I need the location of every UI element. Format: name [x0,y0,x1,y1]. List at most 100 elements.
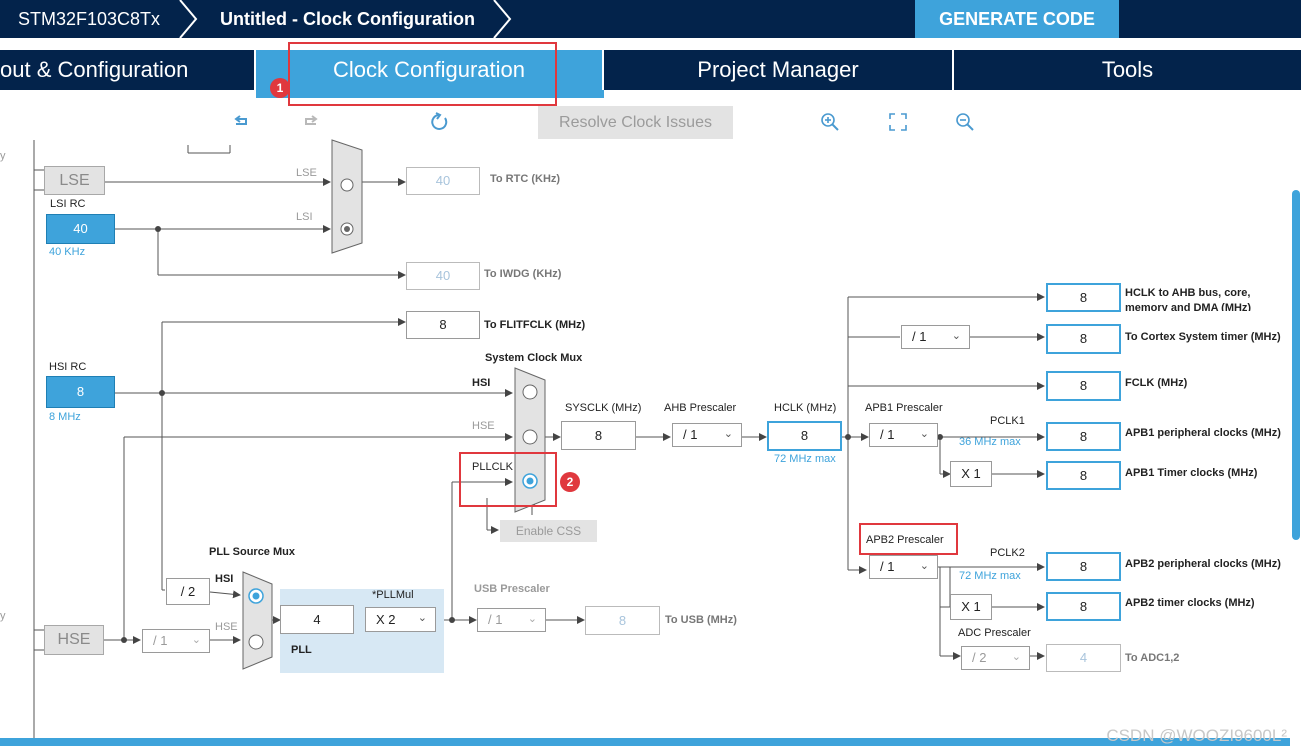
iwdg-value[interactable]: 40 [406,262,480,290]
ahb-prescaler-select[interactable]: / 1 ⌄ [672,423,742,447]
tab-clock-configuration[interactable]: Clock Configuration [256,50,604,90]
apb2-prescaler-value: / 1 [880,559,895,574]
apb1-peripheral-label: APB1 peripheral clocks (MHz) [1125,427,1281,439]
flitfclk-label: To FLITFCLK (MHz) [484,319,586,331]
chevron-down-icon: ⌄ [191,634,201,646]
lsi-rc-source[interactable]: 40 [46,214,115,244]
rtc-mux-lse-label: LSE [296,167,317,179]
sysclk-label: SYSCLK (MHz) [565,402,642,414]
hclk-label: HCLK (MHz) [774,402,837,414]
rtc-value[interactable]: 40 [406,167,480,195]
active-tab-indicator [256,90,604,98]
tab-project-manager[interactable]: Project Manager [604,50,954,90]
adc-prescaler-select[interactable]: / 2 ⌄ [961,646,1030,670]
tab-tools[interactable]: Tools [1101,57,1154,82]
pll-mul-value: X 2 [376,612,396,627]
usb-output-label: To USB (MHz) [665,614,737,626]
chevron-down-icon: ⌄ [417,612,427,624]
apb2-timer-label: APB2 timer clocks (MHz) [1125,597,1255,609]
apb2-prescaler-label: APB2 Prescaler [866,534,944,546]
sysmux-pllclk-label: PLLCLK [472,461,513,473]
hclk-ahb-value[interactable]: 8 [1046,283,1121,312]
breadcrumb-separator-icon [179,0,198,38]
vertical-scrollbar[interactable] [1292,190,1300,540]
pll-input-value[interactable]: 4 [280,605,354,634]
sysmux-hse-label: HSE [472,420,495,432]
cortex-timer-value[interactable]: 8 [1046,324,1121,354]
usb-output-value[interactable]: 8 [585,606,660,635]
adc-label: To ADC1,2 [1125,652,1180,664]
cut-off-text: y [0,150,6,162]
hclk-max: 72 MHz max [774,453,836,465]
apb1-timer-label: APB1 Timer clocks (MHz) [1125,467,1258,479]
pclk2-max: 72 MHz max [959,570,1021,582]
sysclk-value[interactable]: 8 [561,421,636,450]
enable-css-button[interactable]: Enable CSS [500,520,597,542]
sysmux-hsi-label: HSI [472,377,491,389]
fit-screen-icon[interactable] [888,112,908,132]
apb1-prescaler-label: APB1 Prescaler [865,402,943,414]
tab-bar [0,50,1301,90]
watermark: CSDN @WOOZI9600L² [1106,726,1287,745]
fclk-value[interactable]: 8 [1046,371,1121,401]
hse-source[interactable]: HSE [44,625,104,655]
system-clock-mux-title: System Clock Mux [485,352,583,364]
pclk1-max: 36 MHz max [959,436,1021,448]
annotation-highlight-apb2 [859,523,958,555]
hsi-div2-value: / 2 [166,578,210,605]
apb1-timer-value[interactable]: 8 [1046,461,1121,490]
adc-value[interactable]: 4 [1046,644,1121,672]
pll-mul-label: *PLLMul [372,589,414,601]
pll-source-mux-title: PLL Source Mux [209,546,295,558]
hsi-rc-source[interactable]: 8 [46,376,115,408]
refresh-icon[interactable] [430,112,450,132]
ahb-prescaler-value: / 1 [683,427,698,442]
annotation-badge-1: 1 [270,78,290,98]
usb-prescaler-select[interactable]: / 1 ⌄ [477,608,546,632]
adc-prescaler-label: ADC Prescaler [958,627,1031,639]
hse-divider-value: / 1 [153,633,168,648]
cortex-timer-divider-select[interactable]: / 1 ⌄ [901,325,970,349]
chevron-down-icon: ⌄ [951,330,961,342]
annotation-badge-2: 2 [560,472,580,492]
apb2-timer-multiplier: X 1 [950,594,992,620]
zoom-in-icon[interactable] [820,112,840,132]
apb2-peripheral-label: APB2 peripheral clocks (MHz) [1125,558,1281,570]
flitfclk-value[interactable]: 8 [406,311,480,339]
horizontal-scrollbar[interactable] [0,738,1290,746]
usb-prescaler-value: / 1 [488,612,503,627]
apb1-prescaler-select[interactable]: / 1 ⌄ [869,423,938,447]
generate-code-button[interactable]: GENERATE CODE [915,0,1119,38]
hse-divider-select[interactable]: / 1 ⌄ [142,629,210,653]
undo-icon[interactable] [232,112,252,132]
adc-prescaler-value: / 2 [972,650,987,665]
chevron-down-icon: ⌄ [919,428,929,440]
breadcrumb-separator-icon [493,0,512,38]
pclk2-label: PCLK2 [990,547,1025,559]
breadcrumb-page[interactable]: Untitled - Clock Configuration [220,9,475,29]
cut-off-text: y [0,610,6,622]
apb2-peripheral-value[interactable]: 8 [1046,552,1121,581]
apb2-prescaler-select[interactable]: / 1 ⌄ [869,555,938,579]
pll-mul-select[interactable]: X 2 ⌄ [365,607,436,632]
breadcrumb-chip[interactable]: STM32F103C8Tx [18,9,161,29]
iwdg-label: To IWDG (KHz) [484,268,562,280]
apb1-timer-multiplier: X 1 [950,461,992,487]
chevron-down-icon: ⌄ [919,560,929,572]
apb1-peripheral-value[interactable]: 8 [1046,422,1121,451]
lse-source[interactable]: LSE [44,166,105,195]
usb-prescaler-label: USB Prescaler [474,583,550,595]
pll-src-hse-label: HSE [215,621,238,633]
zoom-out-icon[interactable] [955,112,975,132]
chevron-down-icon: ⌄ [1011,651,1021,663]
resolve-clock-issues-button[interactable]: Resolve Clock Issues [538,106,733,139]
cortex-timer-label: To Cortex System timer (MHz) [1125,331,1281,343]
pll-src-hsi-label: HSI [215,573,234,585]
hclk-value[interactable]: 8 [767,421,842,451]
pclk1-label: PCLK1 [990,415,1025,427]
apb2-timer-value[interactable]: 8 [1046,592,1121,621]
chevron-down-icon: ⌄ [723,428,733,440]
redo-icon[interactable] [300,112,320,132]
tab-pinout-configuration[interactable]: out & Configuration [0,50,256,90]
